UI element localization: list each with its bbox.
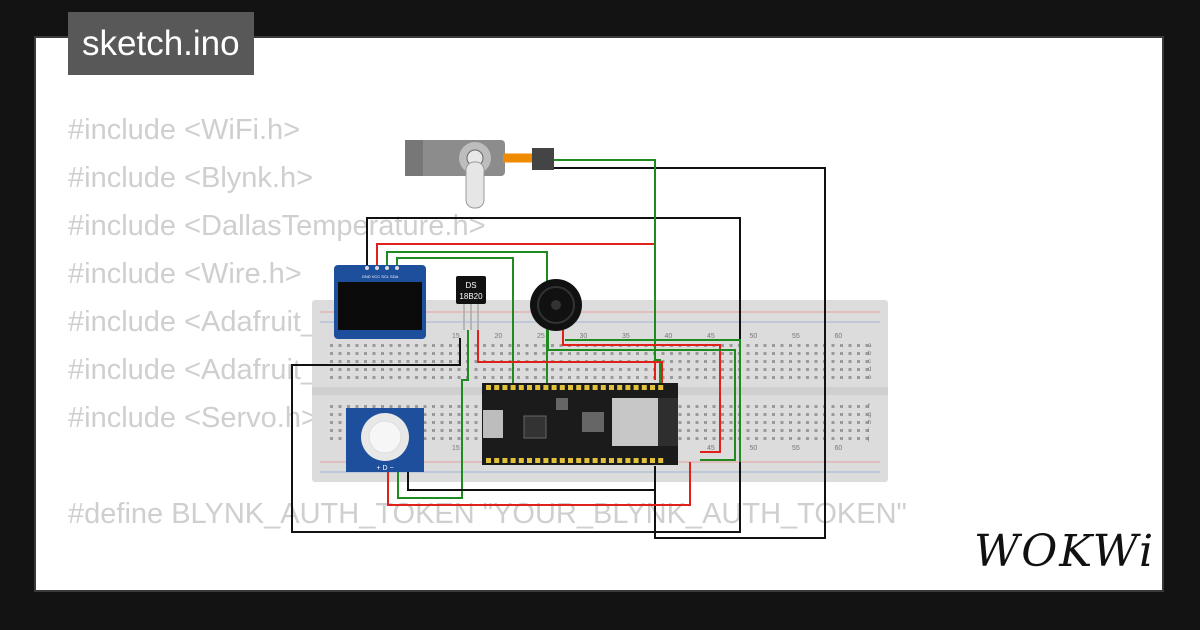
code-line: #define BLYNK_AUTH_TOKEN "YOUR_BLYNK_AUT… <box>68 498 907 530</box>
svg-text:18B20: 18B20 <box>459 292 483 301</box>
breadboard-row-letter: g <box>868 412 871 418</box>
wire-black-pir <box>407 466 656 491</box>
breadboard-column-number: 60 <box>835 333 843 340</box>
buzzer <box>530 279 582 331</box>
svg-text:DS: DS <box>465 281 476 290</box>
breadboard-row-letter: e <box>868 375 872 381</box>
breadboard-column-number: 55 <box>792 333 800 340</box>
wire-green-ds <box>397 330 469 499</box>
pir-sensor: + D − <box>346 408 424 472</box>
breadboard-row-letter: i <box>868 428 869 434</box>
wire-black-servo <box>550 167 826 539</box>
breadboard-row-letter: j <box>867 436 869 442</box>
wire-black-top <box>291 217 741 533</box>
breadboard-column-number: 50 <box>750 445 758 452</box>
breadboard-column-number: 35 <box>622 333 630 340</box>
breadboard-column-number: 25 <box>537 333 545 340</box>
temperature-sensor: DS 18B20 <box>456 276 486 330</box>
svg-text:+ D −: + D − <box>376 465 393 472</box>
breadboard-column-number: 45 <box>707 445 715 452</box>
wire-red-buzzer <box>562 330 721 453</box>
breadboard-column-number: 55 <box>792 445 800 452</box>
breadboard-column-number: 30 <box>580 333 588 340</box>
breadboard-column-number: 60 <box>835 445 843 452</box>
wire-green-servo <box>514 159 661 385</box>
breadboard-row-letter: b <box>868 351 872 357</box>
servo <box>405 140 554 209</box>
code-line: #include <Wire.h> <box>68 258 302 290</box>
breadboard-column-number: 40 <box>665 333 673 340</box>
breadboard-row-letter: c <box>868 359 871 365</box>
breadboard-column-number: 50 <box>750 333 758 340</box>
code-line: #include <Blynk.h> <box>68 162 314 194</box>
wire-green-oled-2 <box>396 257 514 385</box>
wokwi-logo: WOKWi <box>974 526 1156 577</box>
wire-green-right <box>565 339 741 462</box>
file-tab[interactable]: sketch.ino <box>68 12 254 75</box>
breadboard-column-number: 15 <box>452 445 460 452</box>
wire-green-buzzer <box>547 330 736 461</box>
code-line: #include <WiFi.h> <box>68 114 301 146</box>
breadboard-row-letter: f <box>868 404 870 410</box>
code-line: #include <Servo.h> <box>68 402 318 434</box>
breadboard-column-number: 15 <box>452 333 460 340</box>
breadboard-column-number: 45 <box>707 333 715 340</box>
oled-pin-labels: GND VCC SCL SDA <box>362 274 399 279</box>
breadboard-row-letter: a <box>868 343 872 349</box>
wire-red-pir <box>387 462 691 506</box>
breadboard-row-letter: d <box>868 367 871 373</box>
breadboard-column-number: 20 <box>495 333 503 340</box>
oled-display: GND VCC SCL SDA <box>334 265 426 339</box>
code-line: #include <DallasTemperature.h> <box>68 210 486 242</box>
esp32-board <box>482 383 678 465</box>
breadboard-row-letter: h <box>868 420 871 426</box>
